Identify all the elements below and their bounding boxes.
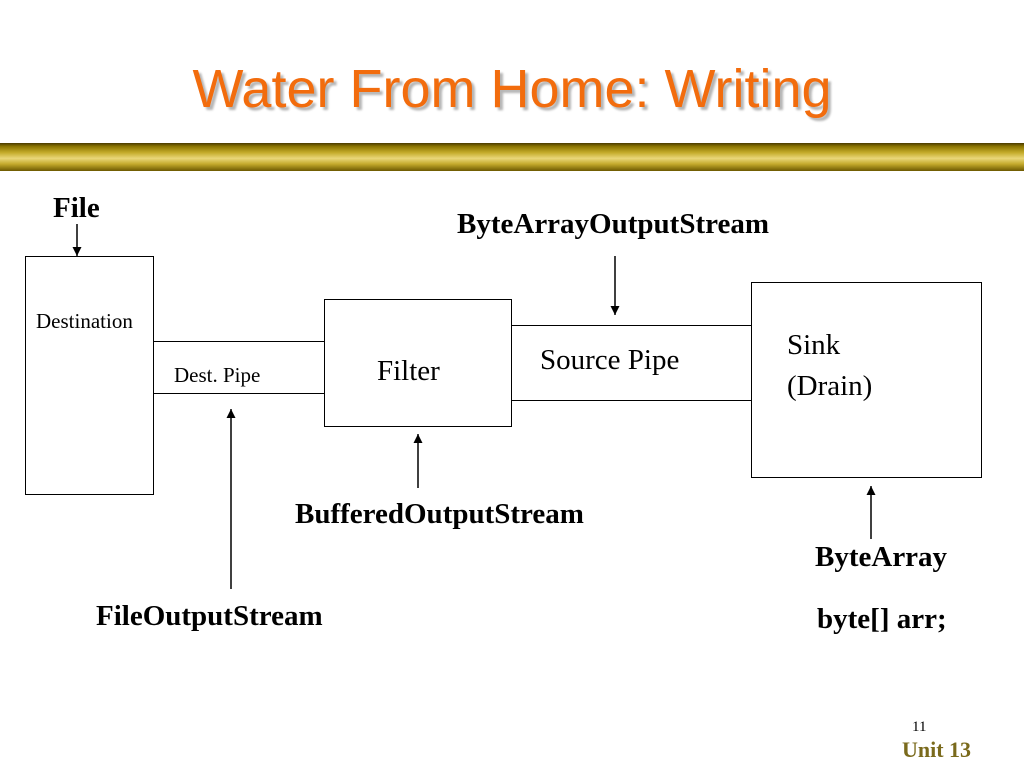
file-label: File bbox=[53, 192, 100, 224]
title-divider-bar bbox=[0, 143, 1024, 171]
file-output-stream-label: FileOutputStream bbox=[96, 600, 323, 632]
source-pipe-label: Source Pipe bbox=[540, 344, 680, 376]
unit-footer: Unit 13 bbox=[902, 737, 972, 762]
byte-array-output-stream-label: ByteArrayOutputStream bbox=[457, 208, 769, 240]
byte-array-declaration-label: byte[] arr; bbox=[817, 603, 947, 635]
byte-array-label: ByteArray bbox=[815, 541, 948, 573]
buffered-output-stream-label: BufferedOutputStream bbox=[295, 498, 584, 530]
destination-label: Destination bbox=[36, 309, 133, 333]
dest-pipe-label: Dest. Pipe bbox=[174, 363, 261, 387]
slide-title: Water From Home: Writing bbox=[192, 59, 832, 119]
drain-label: (Drain) bbox=[787, 370, 873, 402]
page-number: 11 bbox=[912, 719, 927, 735]
sink-box bbox=[751, 282, 982, 478]
sink-label: Sink bbox=[787, 329, 841, 361]
filter-box bbox=[324, 299, 512, 427]
filter-label: Filter bbox=[377, 355, 440, 387]
destination-box bbox=[25, 256, 154, 495]
